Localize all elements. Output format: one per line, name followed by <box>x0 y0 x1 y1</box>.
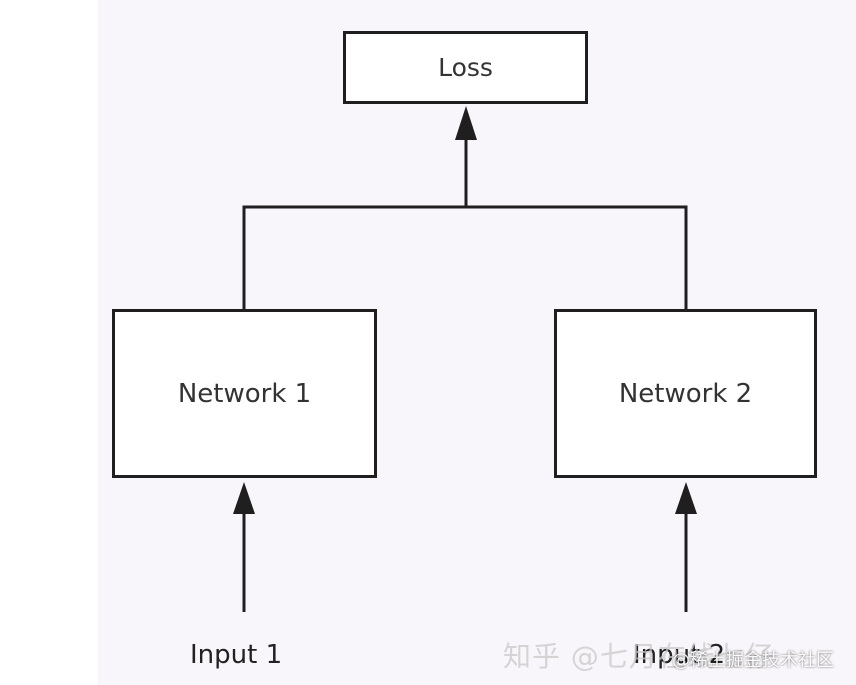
input2-arrow-head <box>675 482 697 514</box>
watermark-text: 知乎 @七月在线七仔 <box>503 640 774 673</box>
loss-label: Loss <box>438 53 493 82</box>
loss-arrow-head <box>455 106 477 140</box>
input1-arrow-head <box>233 482 255 514</box>
input1-label: Input 1 <box>190 640 283 670</box>
network1-box: Network 1 <box>112 309 377 478</box>
network2-box: Network 2 <box>554 309 817 478</box>
watermark-secondary-text: @稀土掘金技术社区 <box>672 650 834 671</box>
input2-label: Input 2 <box>633 640 726 670</box>
network2-label: Network 2 <box>618 378 753 409</box>
network1-label: Network 1 <box>177 378 312 409</box>
loss-box: Loss <box>343 31 588 104</box>
